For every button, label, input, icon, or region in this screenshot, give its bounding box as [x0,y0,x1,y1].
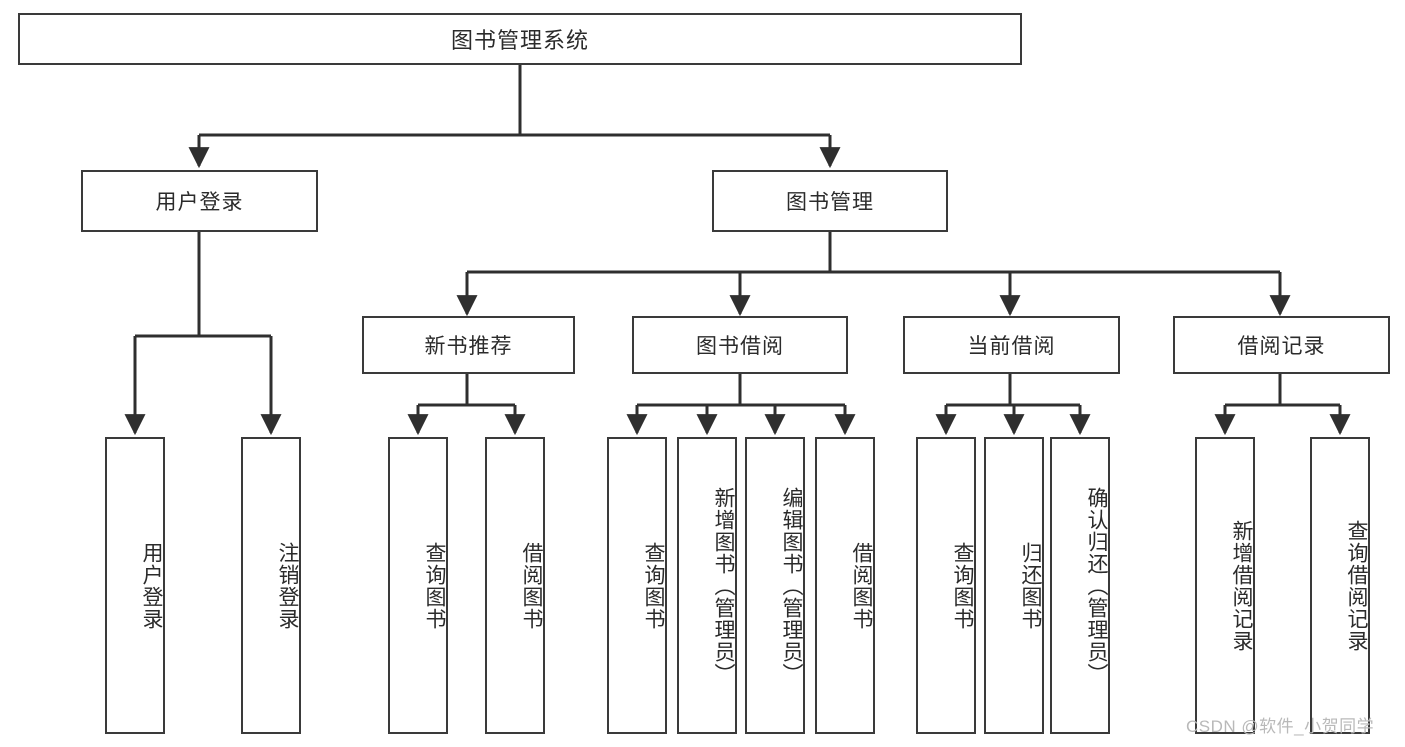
node-book-management-label: 图书管理 [786,191,874,214]
leaf-current-borrow-query-label: 查询图书 [951,541,974,630]
leaf-book-borrow-add[interactable]: 新增图书（管理员） [677,437,737,734]
leaf-current-borrow-return-label: 归还图书 [1019,541,1042,630]
leaf-book-borrow-edit-label: 编辑图书（管理员） [780,486,803,685]
leaf-book-borrow-borrow-label: 借阅图书 [850,541,873,630]
node-user-login[interactable]: 用户登录 [81,170,318,232]
leaf-current-borrow-confirm-label: 确认归还（管理员） [1085,486,1108,685]
leaf-book-borrow-edit[interactable]: 编辑图书（管理员） [745,437,805,734]
leaf-new-book-query[interactable]: 查询图书 [388,437,448,734]
node-book-management[interactable]: 图书管理 [712,170,948,232]
node-current-borrow-label: 当前借阅 [967,335,1056,358]
node-book-borrow[interactable]: 图书借阅 [632,316,848,374]
node-current-borrow[interactable]: 当前借阅 [903,316,1120,374]
node-root[interactable]: 图书管理系统 [18,13,1022,65]
leaf-new-book-borrow-label: 借阅图书 [520,541,543,630]
leaf-current-borrow-return[interactable]: 归还图书 [984,437,1044,734]
leaf-book-borrow-query-label: 查询图书 [642,541,665,630]
leaf-book-borrow-query[interactable]: 查询图书 [607,437,667,734]
node-new-book-recommend[interactable]: 新书推荐 [362,316,575,374]
leaf-new-book-query-label: 查询图书 [423,541,446,630]
leaf-current-borrow-query[interactable]: 查询图书 [916,437,976,734]
leaf-book-borrow-add-label: 新增图书（管理员） [712,486,735,685]
leaf-user-login-logout-label: 注销登录 [276,541,299,630]
node-borrow-record-label: 借阅记录 [1237,335,1326,358]
leaf-borrow-record-query-label: 查询借阅记录 [1345,519,1368,652]
node-user-login-label: 用户登录 [155,191,244,214]
csdn-watermark: CSDN @软件_小贺同学 [1186,717,1375,736]
leaf-user-login-login[interactable]: 用户登录 [105,437,165,734]
leaf-borrow-record-add-label: 新增借阅记录 [1230,519,1253,652]
leaf-new-book-borrow[interactable]: 借阅图书 [485,437,545,734]
leaf-user-login-login-label: 用户登录 [140,541,163,630]
leaf-current-borrow-confirm[interactable]: 确认归还（管理员） [1050,437,1110,734]
node-book-borrow-label: 图书借阅 [696,335,784,358]
leaf-user-login-logout[interactable]: 注销登录 [241,437,301,734]
leaf-borrow-record-query[interactable]: 查询借阅记录 [1310,437,1370,734]
node-borrow-record[interactable]: 借阅记录 [1173,316,1390,374]
leaf-book-borrow-borrow[interactable]: 借阅图书 [815,437,875,734]
node-root-label: 图书管理系统 [450,28,589,53]
leaf-borrow-record-add[interactable]: 新增借阅记录 [1195,437,1255,734]
node-new-book-recommend-label: 新书推荐 [424,335,513,358]
